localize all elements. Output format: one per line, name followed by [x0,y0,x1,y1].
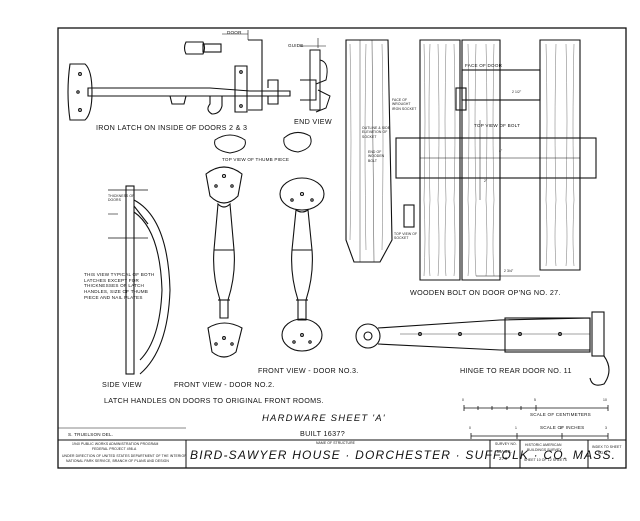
habs-line-1: HISTORIC AMERICAN [525,443,562,447]
hardware-sheet-title: HARDWARE SHEET 'A' [262,413,386,424]
guide-label: GUIDE [288,43,304,48]
built-date: BUILT 1637? [300,429,345,438]
top-view-socket-label: TOP VIEW OF SOCKET [394,232,418,241]
index-line-2: NO. 1 [598,451,608,455]
scale-bars [463,405,609,439]
cm-tick-10: 10 [603,398,607,402]
latch-end-view [300,38,331,113]
program-line-2: FEDERAL PROJECT 498-A [92,447,137,451]
thumb-piece-top-views [214,132,312,154]
front-view-door2-handle [205,166,243,358]
end-view-caption: END VIEW [294,117,332,126]
in-tick-3: 3 [605,426,607,430]
side-view-caption: SIDE VIEW [102,380,142,389]
centimeters-scale-label: SCALE OF CENTIMETERS [530,412,591,417]
iron-latch-caption: IRON LATCH ON INSIDE OF DOORS 2 & 3 [96,123,248,132]
side-view-drawing [108,185,171,375]
index-line-1: INDEX TO SHEET [592,445,622,449]
survey-number: 278 [499,456,508,461]
end-of-bolt-label: END OF WOODEN BOLT [368,150,385,163]
dim-2in: 2" [484,179,488,183]
top-view-thumb-label: TOP VIEW OF THUMB PIECE [222,157,290,162]
front-view-door2-caption: FRONT VIEW - DOOR NO.2. [174,380,275,389]
front-view-door3-caption: FRONT VIEW - DOOR NO.3. [258,366,359,375]
in-tick-0: 0 [469,426,471,430]
dim-4in: 4" [499,149,503,153]
habs-line-2: BUILDINGS SURVEY [527,448,562,452]
face-of-wrought-label: FACE OF WROUGHT IRON SOCKET [392,98,417,111]
face-of-door-label: FACE OF DOOR [465,63,503,68]
hinge-caption: HINGE TO REAR DOOR NO. 11 [460,366,572,375]
iron-latch-drawing [67,30,291,121]
program-line-3: UNDER DIRECTION OF UNITED STATES DEPARTM… [62,454,187,458]
delineator: S. TRUELSON DEL. [68,432,114,437]
wooden-bolt-drawing [345,39,597,281]
wood-grain-hatching [349,43,575,277]
house-name: BIRD-SAWYER HOUSE · DORCHESTER · SUFFOLK… [190,448,617,462]
door-label: DOOR [227,30,242,35]
name-of-structure-label: NAME OF STRUCTURE [316,441,355,445]
dim-2-3-4in: 2 3/4" [504,269,514,273]
thickness-of-doors-label: THICKNESS OF DOORS [108,194,135,203]
front-view-door3-handle [279,177,325,352]
in-tick-1: 1 [515,426,517,430]
survey-no-label: SURVEY NO. [495,442,517,446]
sheet-of: SHEET 10 OF 12 SHEETS [524,458,567,462]
inches-scale-label: SCALE OF INCHES [540,425,585,430]
cm-tick-5: 5 [534,398,536,402]
cm-tick-0: 0 [462,398,464,402]
hinge-drawing [355,311,610,386]
title-block-frame [57,427,627,469]
outline-side-label: OUTLINE & SIDE ELEVATION OF SOCKET [362,126,391,139]
survey-state: MASS. [497,449,513,454]
dim-2-1-2in: 2 1/2" [512,90,522,94]
typical-view-note: THIS VIEW TYPICAL OF BOTH LATCHES EXCEPT… [84,272,155,300]
latch-handles-caption: LATCH HANDLES ON DOORS TO ORIGINAL FRONT… [104,396,324,405]
top-view-bolt-label: TOP VIEW OF BOLT [474,123,521,128]
program-line-1: 1940 PUBLIC WORKS ADMINISTRATION PROGRAM [72,442,159,446]
in-tick-2: 2 [560,426,562,430]
wooden-bolt-caption: WOODEN BOLT ON DOOR OP'NG NO. 27. [410,288,561,297]
program-line-4: NATIONAL PARK SERVICE, BRANCH OF PLANS A… [66,459,169,463]
